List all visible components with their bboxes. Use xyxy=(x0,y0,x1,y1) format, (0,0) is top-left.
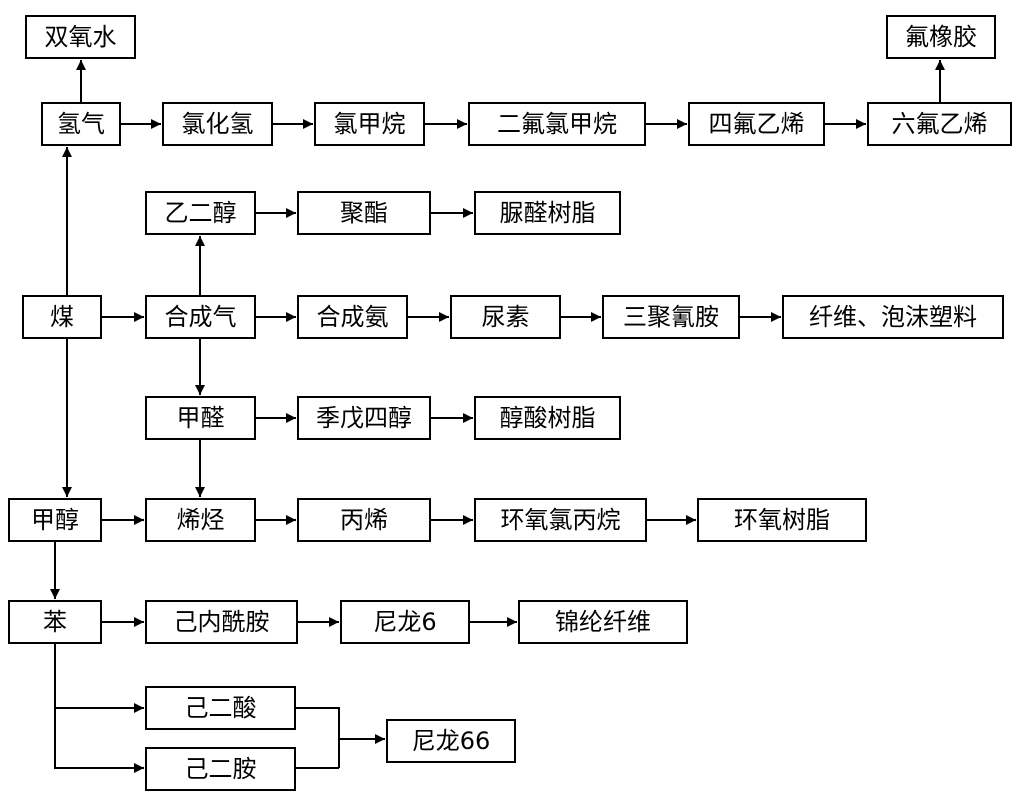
node-syngas: 合成气 xyxy=(145,295,256,339)
node-tetrafluoroethylene: 四氟乙烯 xyxy=(688,102,825,146)
node-benzene: 苯 xyxy=(8,600,102,644)
node-coal: 煤 xyxy=(22,295,102,339)
node-epichlorohydrin: 环氧氯丙烷 xyxy=(474,498,647,542)
node-pentaerythritol: 季戊四醇 xyxy=(297,396,431,440)
node-hydrogen-peroxide: 双氧水 xyxy=(25,15,136,59)
node-caprolactam: 己内酰胺 xyxy=(145,600,298,644)
node-nylon-66: 尼龙66 xyxy=(386,719,516,763)
node-polyester: 聚酯 xyxy=(297,191,431,235)
node-chlorodifluoromethane: 二氟氯甲烷 xyxy=(468,102,646,146)
node-propylene: 丙烯 xyxy=(297,498,431,542)
node-urea-formaldehyde-resin: 脲醛树脂 xyxy=(474,191,621,235)
node-formaldehyde: 甲醛 xyxy=(145,396,256,440)
node-adipic-acid: 己二酸 xyxy=(145,686,296,730)
node-melamine: 三聚氰胺 xyxy=(602,295,740,339)
node-urea: 尿素 xyxy=(450,295,561,339)
node-chloromethane: 氯甲烷 xyxy=(314,102,425,146)
node-olefin: 烯烃 xyxy=(145,498,256,542)
node-fluororubber: 氟橡胶 xyxy=(886,15,996,59)
node-hexamethylenediamine: 己二胺 xyxy=(145,747,296,791)
node-ethylene-glycol: 乙二醇 xyxy=(145,191,256,235)
node-methanol: 甲醇 xyxy=(8,498,102,542)
arrow-benzene-to-hmda xyxy=(54,708,144,773)
node-hexafluoroethylene: 六氟乙烯 xyxy=(867,102,1012,146)
node-polyamide-fiber: 锦纶纤维 xyxy=(518,600,688,644)
node-fiber-foam-plastic: 纤维、泡沫塑料 xyxy=(782,295,1004,339)
node-synthetic-ammonia: 合成氨 xyxy=(297,295,408,339)
node-nylon-6: 尼龙6 xyxy=(340,600,470,644)
node-epoxy-resin: 环氧树脂 xyxy=(697,498,867,542)
node-hydrogen: 氢气 xyxy=(41,102,121,146)
node-alkyd-resin: 醇酸树脂 xyxy=(474,396,621,440)
arrow-benzene-to-adipic xyxy=(54,644,144,713)
connector-adipic-to-ny66 xyxy=(296,707,340,768)
node-hydrogen-chloride: 氯化氢 xyxy=(162,102,273,146)
